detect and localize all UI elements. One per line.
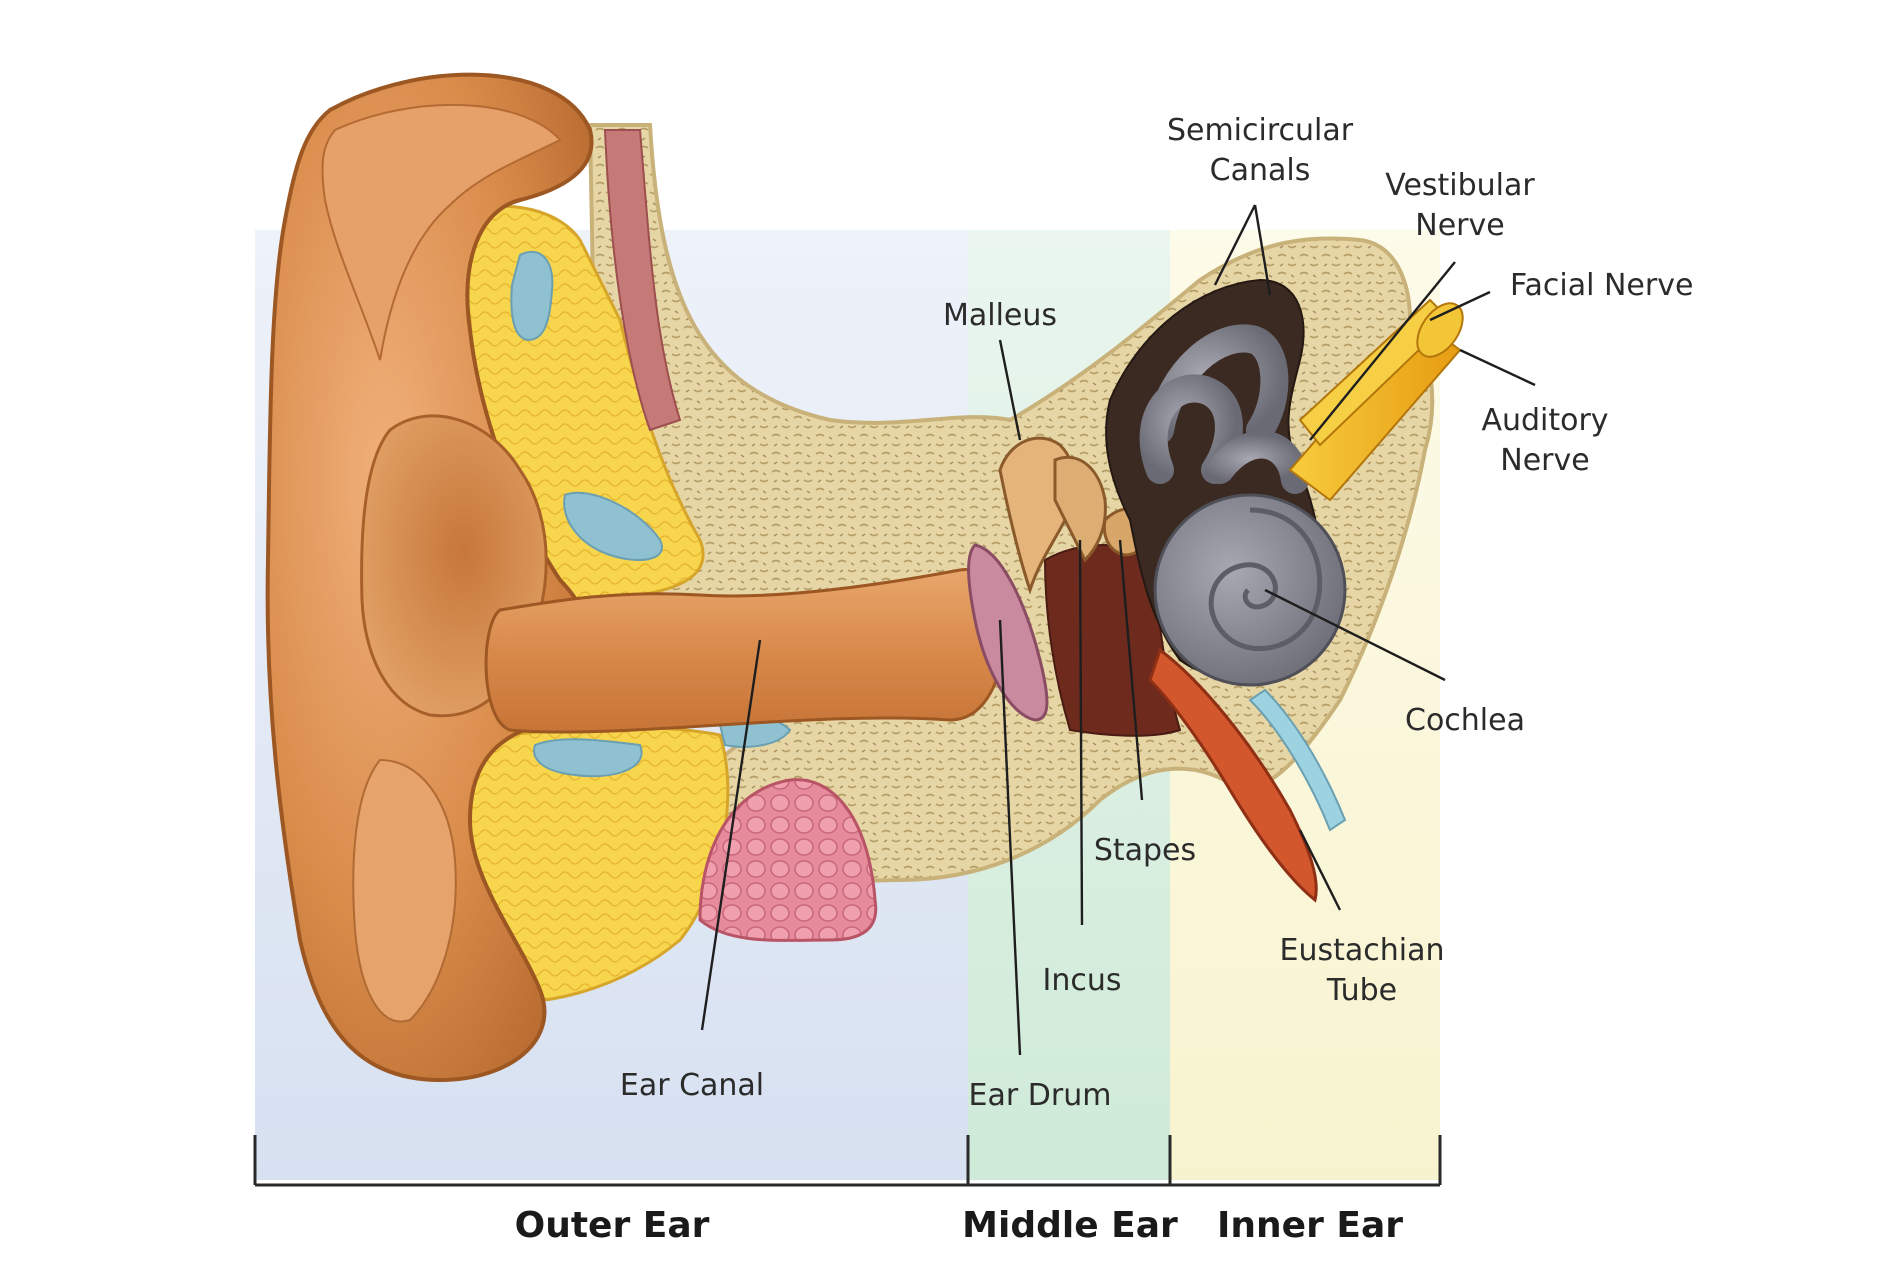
leader-cochlea bbox=[1264, 588, 1446, 682]
eustachian-tube-lining bbox=[1248, 688, 1347, 832]
helix-rim bbox=[321, 103, 562, 361]
leader-ear-drum bbox=[998, 619, 1022, 1056]
fat-pocket bbox=[563, 491, 663, 561]
label-auditory-nerve-line1: Auditory bbox=[1481, 403, 1608, 438]
label-cochlea: Cochlea bbox=[1405, 703, 1525, 738]
leader-lines bbox=[700, 204, 1536, 1056]
label-semicircular-canals-line1: Semicircular bbox=[1167, 113, 1354, 148]
leader-semicircular-b bbox=[1253, 204, 1272, 296]
section-brackets bbox=[253, 1135, 1442, 1187]
label-stapes: Stapes bbox=[1094, 833, 1196, 868]
leader-semicircular-a bbox=[1213, 204, 1257, 286]
fat-pocket bbox=[533, 738, 643, 778]
label-malleus: Malleus bbox=[943, 298, 1057, 333]
label-eustachian-tube-line2: Tube bbox=[1326, 973, 1397, 1008]
muscle-strip bbox=[603, 129, 682, 432]
leader-incus bbox=[1078, 539, 1084, 926]
leader-malleus bbox=[998, 339, 1022, 441]
label-incus: Incus bbox=[1043, 963, 1122, 998]
ear-canal bbox=[484, 568, 1008, 734]
eardrum bbox=[967, 543, 1049, 722]
section-outer-ear: Outer Ear bbox=[515, 1205, 710, 1246]
section-inner-ear: Inner Ear bbox=[1217, 1205, 1403, 1246]
section-middle-ear: Middle Ear bbox=[962, 1205, 1178, 1246]
incus-bone bbox=[1053, 455, 1107, 563]
label-ear-canal: Ear Canal bbox=[620, 1068, 764, 1103]
eustachian-tube bbox=[1148, 647, 1318, 903]
label-vestibular-nerve-line1: Vestibular bbox=[1385, 168, 1535, 203]
label-ear-drum: Ear Drum bbox=[969, 1078, 1112, 1113]
leader-ear-canal bbox=[700, 639, 762, 1031]
ceruminous-gland bbox=[698, 778, 878, 942]
label-auditory-nerve-line2: Nerve bbox=[1500, 443, 1589, 478]
leader-facial bbox=[1429, 290, 1491, 322]
leader-eustachian bbox=[1298, 829, 1342, 911]
earlobe bbox=[352, 758, 457, 1023]
label-facial-nerve: Facial Nerve bbox=[1510, 268, 1693, 303]
leader-stapes bbox=[1118, 539, 1144, 801]
leader-auditory bbox=[1459, 348, 1536, 387]
fat-pocket bbox=[510, 250, 554, 342]
cochlea-shape bbox=[1153, 493, 1347, 687]
leader-vestibular bbox=[1309, 261, 1456, 441]
label-vestibular-nerve-line2: Nerve bbox=[1415, 208, 1504, 243]
label-eustachian-tube-line1: Eustachian bbox=[1280, 933, 1445, 968]
label-semicircular-canals-line2: Canals bbox=[1210, 153, 1311, 188]
